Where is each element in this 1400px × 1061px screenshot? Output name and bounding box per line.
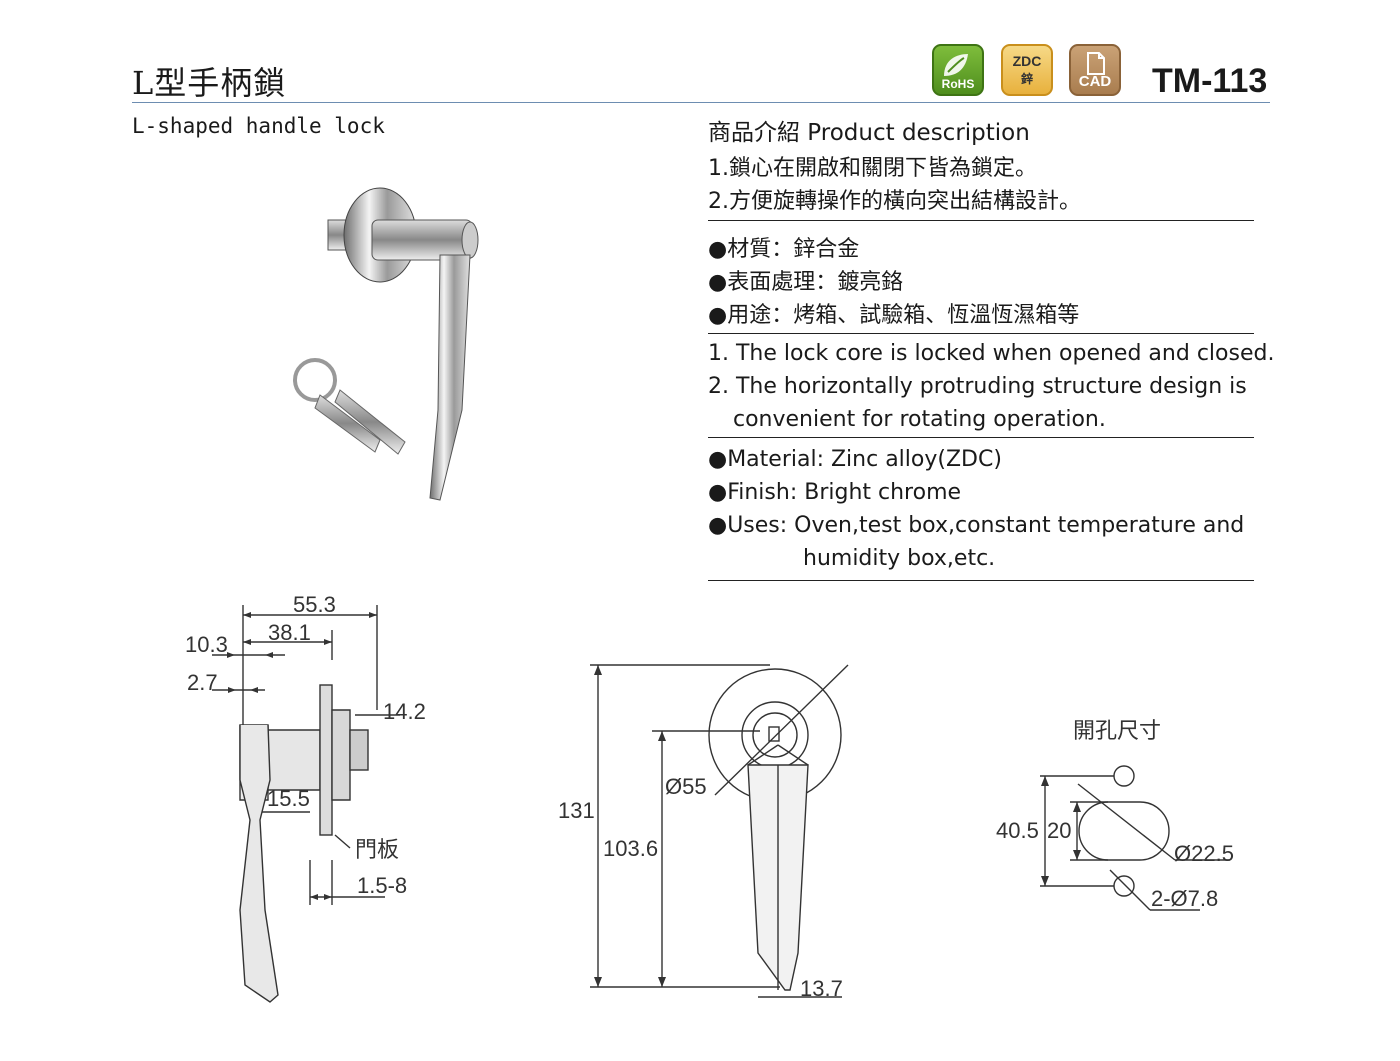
- description-heading: 商品介紹 Product description: [708, 120, 1030, 146]
- dim-40-5: 40.5: [996, 818, 1039, 843]
- divider: [708, 333, 1254, 334]
- divider: [708, 580, 1254, 581]
- page-title: L型手柄鎖: [132, 64, 287, 102]
- divider: [708, 437, 1254, 438]
- dim-14-2: 14.2: [383, 699, 426, 724]
- dim-diameter-55: Ø55: [665, 774, 707, 799]
- front-view-drawing: [590, 664, 849, 998]
- rohs-badge-icon: RoHS: [932, 44, 984, 96]
- dim-55-3: 55.3: [293, 592, 336, 617]
- dim-2-7: 2.7: [187, 670, 218, 695]
- cutout-drawing: [1040, 765, 1230, 911]
- en-spec-uses-cont: humidity box,etc.: [803, 546, 996, 571]
- dim-diameter-22-5: Ø22.5: [1174, 841, 1234, 866]
- page-subtitle: L-shaped handle lock: [132, 114, 385, 138]
- document-icon: [1087, 52, 1105, 75]
- cutout-title: 開孔尺寸: [1073, 718, 1162, 743]
- dim-2-diameter-7-8: 2-Ø7.8: [1151, 886, 1219, 911]
- cad-badge-label: CAD: [1078, 73, 1112, 90]
- dim-38-1: 38.1: [268, 620, 311, 645]
- cn-spec-finish: ●表面處理：鍍亮鉻: [708, 270, 904, 295]
- en-spec-finish: ●Finish: Bright chrome: [708, 480, 962, 505]
- dim-10-3: 10.3: [185, 632, 228, 657]
- dim-103-6: 103.6: [603, 836, 659, 861]
- side-view-drawing: [212, 605, 400, 1003]
- zdc-badge-sublabel: 鋅: [1020, 72, 1033, 86]
- dim-15-5: 15.5: [267, 786, 310, 811]
- cn-feature-1: 1.鎖心在開啟和關閉下皆為鎖定。: [708, 156, 1037, 181]
- en-feature-1: 1. The lock core is locked when opened a…: [708, 341, 1275, 366]
- dim-20: 20: [1047, 818, 1072, 843]
- dim-131: 131: [558, 798, 595, 823]
- en-spec-material: ●Material: Zinc alloy(ZDC): [708, 447, 1002, 472]
- dim-13-7: 13.7: [800, 976, 843, 1001]
- cn-feature-2: 2.方便旋轉操作的橫向突出結構設計。: [708, 189, 1081, 214]
- header-divider: [132, 102, 1270, 103]
- zdc-badge-icon: ZDC 鋅: [1001, 44, 1053, 96]
- leaf-icon: [944, 54, 968, 76]
- en-feature-2-cont: convenient for rotating operation.: [733, 407, 1106, 432]
- rohs-badge-label: RoHS: [941, 77, 975, 91]
- door-panel-label: 門板: [355, 837, 400, 862]
- model-number: TM-113: [1152, 62, 1268, 100]
- divider: [708, 220, 1254, 221]
- cn-spec-uses: ●用途：烤箱、試驗箱、恆溫恆濕箱等: [708, 303, 1080, 328]
- zdc-badge-label: ZDC: [1012, 53, 1042, 69]
- cn-spec-material: ●材質：鋅合金: [708, 237, 860, 262]
- en-spec-uses: ●Uses: Oven,test box,constant temperatur…: [708, 513, 1245, 538]
- cad-badge-icon: CAD: [1069, 44, 1121, 96]
- dim-1-5-8: 1.5-8: [357, 873, 408, 898]
- product-photo: [293, 187, 479, 501]
- en-feature-2: 2. The horizontally protruding structure…: [708, 374, 1247, 399]
